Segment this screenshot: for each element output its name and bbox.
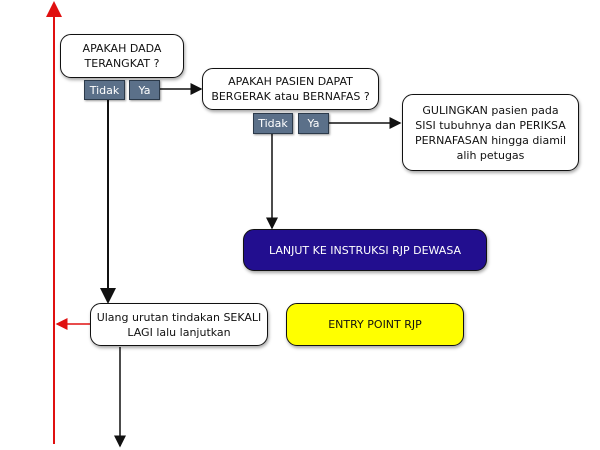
- no-label: Tidak: [89, 83, 120, 97]
- adult-cpr-box: LANJUT KE INSTRUKSI RJP DEWASA: [243, 229, 487, 271]
- yes-label: Ya: [307, 117, 320, 130]
- question-chest-rise: APAKAH DADA TERANGKAT ?: [60, 34, 184, 78]
- q2-yes-tag: Ya: [298, 113, 329, 134]
- q1-yes-tag: Ya: [129, 80, 160, 100]
- yes-label: Ya: [138, 83, 151, 97]
- question-move-breathe-text: APAKAH PASIEN DAPAT BERGERAK atau BERNAF…: [211, 75, 370, 103]
- repeat-sequence-box: Ulang urutan tindakan SEKALI LAGI lalu l…: [90, 303, 268, 346]
- entry-point-box: ENTRY POINT RJP: [286, 303, 464, 346]
- repeat-sequence-text: Ulang urutan tindakan SEKALI LAGI lalu l…: [96, 310, 262, 339]
- question-chest-rise-text: APAKAH DADA TERANGKAT ?: [82, 42, 162, 70]
- q1-no-tag: Tidak: [84, 80, 125, 100]
- roll-patient-box: GULINGKAN pasien pada SISI tubuhnya dan …: [402, 94, 579, 171]
- adult-cpr-text: LANJUT KE INSTRUKSI RJP DEWASA: [268, 243, 462, 257]
- entry-point-text: ENTRY POINT RJP: [328, 318, 422, 331]
- q2-no-tag: Tidak: [253, 113, 293, 134]
- question-move-breathe: APAKAH PASIEN DAPAT BERGERAK atau BERNAF…: [202, 68, 379, 110]
- no-label: Tidak: [258, 117, 288, 130]
- roll-patient-text: GULINGKAN pasien pada SISI tubuhnya dan …: [414, 103, 567, 162]
